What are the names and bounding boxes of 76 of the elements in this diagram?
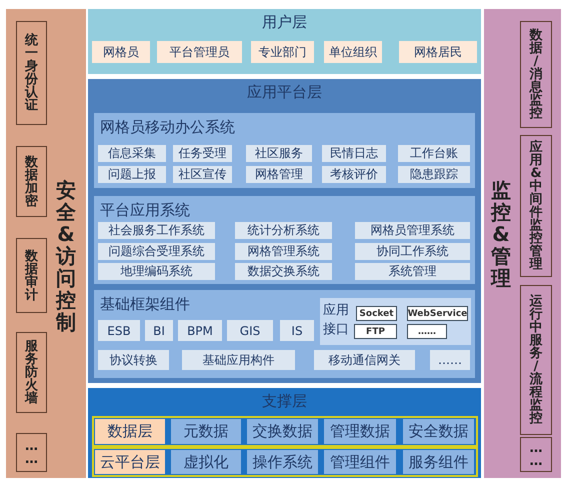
label: 服务组件 <box>403 450 474 474</box>
heading: 支撑层 <box>261 392 308 411</box>
label: 民情日志 <box>322 145 386 162</box>
label: 专业部门 <box>251 41 314 63</box>
label: IS <box>280 320 314 341</box>
label: 问题综合受理系统 <box>98 243 215 260</box>
heading: 用户层 <box>261 13 308 32</box>
label: 元数据 <box>171 419 241 444</box>
layer-panel <box>88 388 481 478</box>
label: 网格员 <box>92 41 150 63</box>
label: 任务受理 <box>173 145 232 162</box>
heading: 网格员移动办公系统 <box>100 118 235 137</box>
label: …… <box>16 433 47 472</box>
label: WebService <box>407 306 468 321</box>
label: ESB <box>98 320 140 341</box>
row-band <box>92 447 478 477</box>
label: 信息采集 <box>98 145 166 162</box>
label: 平台管理员 <box>157 41 242 63</box>
label: FTP <box>354 324 397 339</box>
heading: 监控&管理 <box>491 179 511 289</box>
group-panel <box>94 196 475 284</box>
label: BI <box>145 320 173 341</box>
label: 社区宣传 <box>173 166 232 183</box>
label: 统一身份认证 <box>16 21 47 125</box>
label: 网格员管理系统 <box>355 222 470 239</box>
label: 网格居民 <box>399 41 477 63</box>
heading: 应用接口 <box>323 302 349 339</box>
label: 服务防火墙 <box>16 332 47 413</box>
label: 统计分析系统 <box>235 222 332 239</box>
label: 系统管理 <box>355 263 470 280</box>
label: 工作台账 <box>398 145 470 162</box>
label: 操作系统 <box>247 450 318 474</box>
group-panel <box>320 298 471 345</box>
label: 基础应用构件 <box>182 350 295 370</box>
label: 运行中服务/流程监控 <box>520 285 552 435</box>
heading: 基础框架组件 <box>100 295 190 314</box>
label: BPM <box>178 320 222 341</box>
label: 交换数据 <box>247 419 318 444</box>
label: …… <box>430 350 470 370</box>
label: GIS <box>227 320 273 341</box>
label: 协议转换 <box>98 350 169 370</box>
label: 安全数据 <box>403 419 474 444</box>
layer-panel <box>88 79 481 383</box>
label: 协同工作系统 <box>355 243 470 260</box>
heading: 安全&访问控制 <box>56 179 76 333</box>
label: 问题上报 <box>98 166 166 183</box>
label: 管理数据 <box>324 419 396 444</box>
label: 单位组织 <box>324 41 382 63</box>
label: 应用&中间件监控管理 <box>520 135 552 277</box>
side-panel <box>484 9 561 478</box>
label: Socket <box>356 306 397 321</box>
label: 社会服务工作系统 <box>98 222 215 239</box>
label: …… <box>520 437 552 472</box>
heading: 应用平台层 <box>246 83 323 102</box>
label: 管理组件 <box>324 450 396 474</box>
layer-panel <box>88 9 481 74</box>
side-panel <box>6 9 86 478</box>
label: 数据层 <box>95 419 165 444</box>
label: 社区服务 <box>246 145 312 162</box>
label: 虚拟化 <box>171 450 241 474</box>
label: 数据加密 <box>16 146 47 217</box>
label: 网格管理 <box>246 166 312 183</box>
label: 隐患跟踪 <box>398 166 470 183</box>
group-panel <box>94 113 475 188</box>
label: 网格管理系统 <box>235 243 332 260</box>
label: 数据交换系统 <box>235 263 332 280</box>
label: 云平台层 <box>95 450 165 474</box>
heading: 平台应用系统 <box>100 201 190 220</box>
label: 考核评价 <box>322 166 386 183</box>
label: 数据审计 <box>16 238 47 313</box>
label: 移动通信网关 <box>314 350 415 370</box>
group-panel <box>94 290 475 378</box>
label: 数据/消息监控 <box>520 21 552 128</box>
row-band <box>92 416 478 447</box>
label: …… <box>407 324 447 339</box>
label: 地理编码系统 <box>98 263 215 280</box>
